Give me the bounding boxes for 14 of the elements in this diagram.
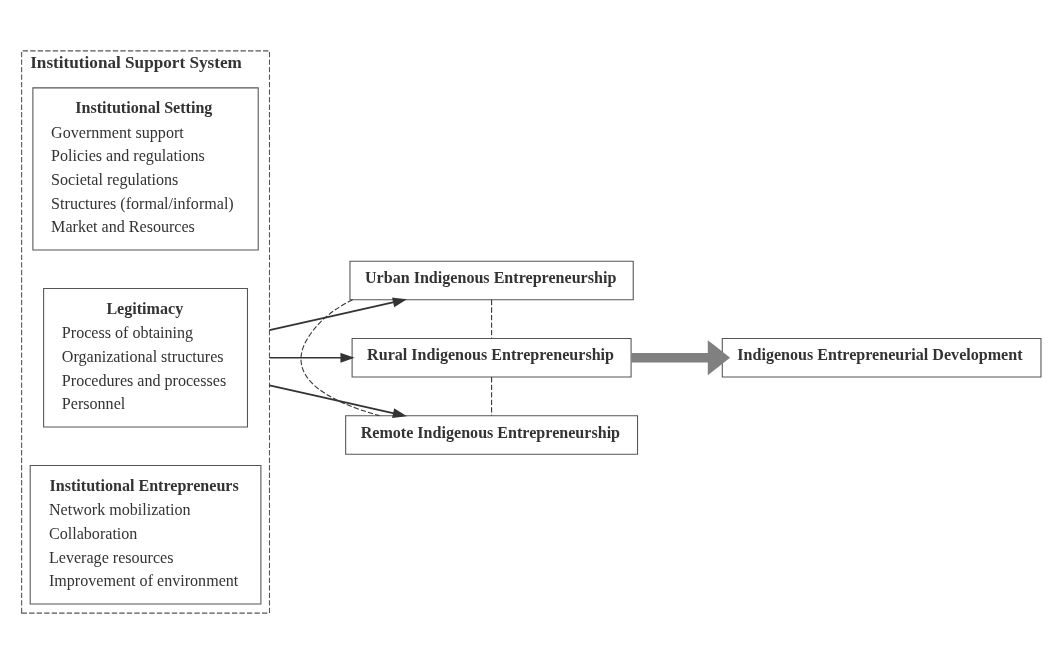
node-box: Urban Indigenous Entrepreneurship xyxy=(349,260,634,301)
arrow xyxy=(631,340,731,376)
connector xyxy=(300,299,380,417)
node-box: Legitimacy Process of obtaining Organizational structures Procedures and processes Personnel xyxy=(43,288,249,428)
connector xyxy=(491,376,493,416)
node-box: Indigenous Entrepreneurial Development xyxy=(721,337,1042,378)
arrow xyxy=(268,297,407,331)
arrow xyxy=(268,352,355,363)
node-box: Institutional Setting Government support Policies and regulations Societal regulations Structures (formal/informal) Market and Resources xyxy=(32,87,259,251)
arrow xyxy=(268,384,407,418)
connector xyxy=(491,299,493,339)
node-box: Rural Indigenous Entrepreneurship xyxy=(351,337,632,378)
node-box: Institutional Entrepreneurs Network mobilization Collaboration Leverage resources Improvement of environment xyxy=(29,465,262,605)
node-box: Remote Indigenous Entrepreneurship xyxy=(345,415,639,455)
